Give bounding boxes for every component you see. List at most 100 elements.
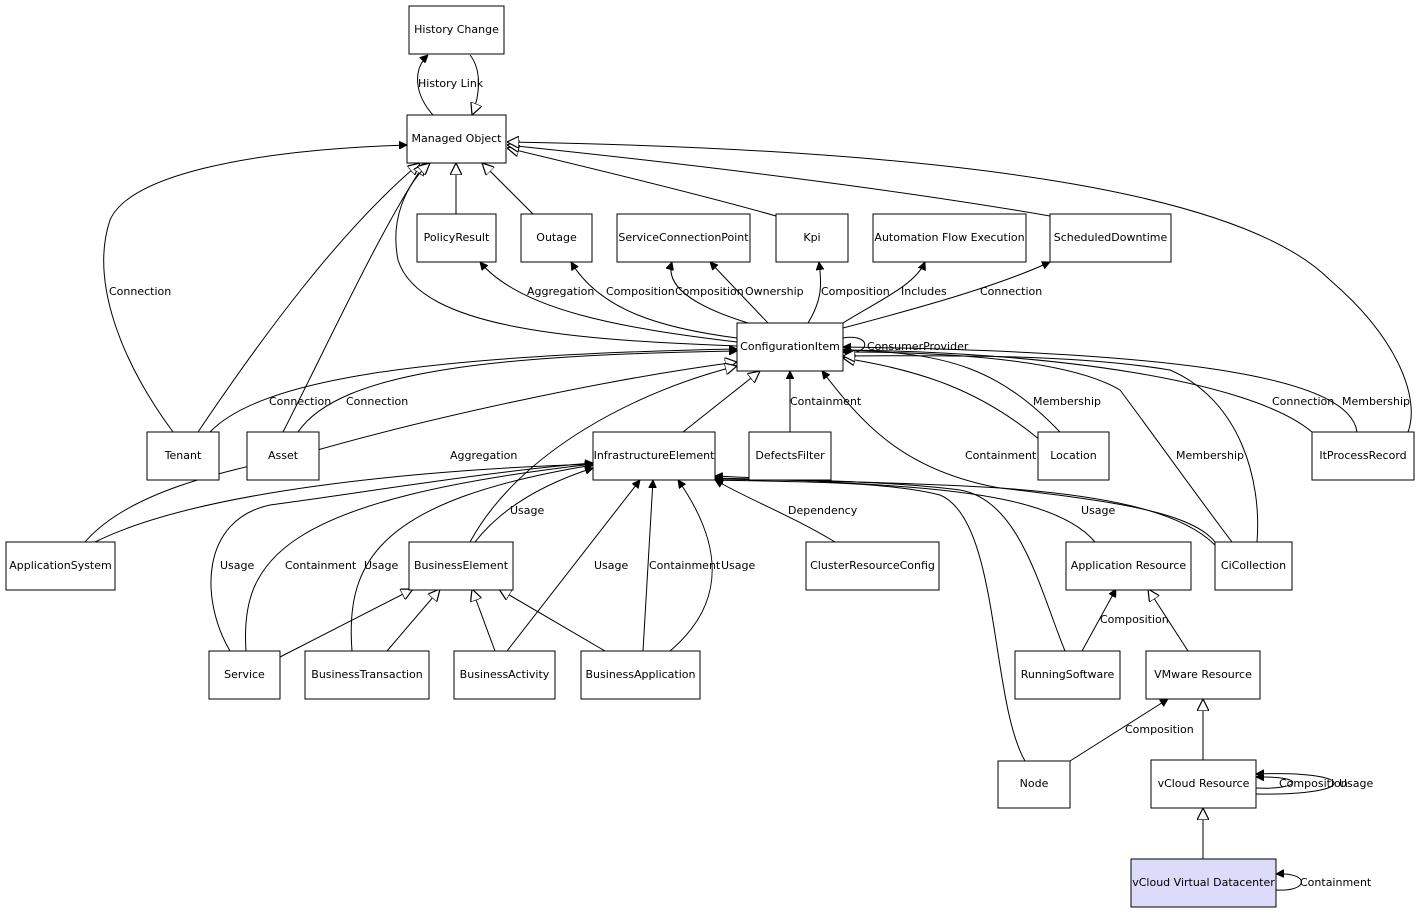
label-composition-runningsoftware: Composition (1100, 613, 1169, 626)
edge-ci-scp-ownership (710, 262, 769, 324)
node-it-process-record[interactable]: ItProcessRecord (1311, 431, 1415, 481)
node-managed-object[interactable]: Managed Object (406, 114, 507, 164)
node-label: ClusterResourceConfig (810, 559, 935, 572)
edge-businessapplication-ie-containment (642, 480, 653, 652)
node-policy-result[interactable]: PolicyResult (416, 213, 497, 263)
label-containment-defectsfilter: Containment (790, 395, 862, 408)
node-configuration-item[interactable]: ConfigurationItem (736, 322, 844, 372)
edge-location-ci (843, 358, 1041, 441)
label-containment-cicollection: Containment (965, 449, 1037, 462)
edge-runningsoftware-appresource-composition (1081, 589, 1117, 652)
edge-businesselement-ci (469, 366, 737, 543)
node-label: Asset (268, 449, 299, 462)
label-usage-businesselement: Usage (510, 504, 545, 517)
label-usage-vcloud: Usage (1339, 777, 1374, 790)
node-label: Service (224, 668, 265, 681)
edge-ci-outage-composition (571, 262, 738, 339)
node-vcloud-virtual-datacenter[interactable]: vCloud Virtual Datacenter (1130, 858, 1277, 908)
node-label: ConfigurationItem (740, 340, 840, 353)
node-label: vCloud Resource (1158, 777, 1250, 790)
label-history-link: History Link (418, 77, 484, 90)
node-business-element[interactable]: BusinessElement (408, 541, 514, 591)
edge-applicationsystem-ci (84, 362, 737, 543)
edge-ci-scp-composition (671, 262, 749, 324)
edge-vcloudresource-self-usage (1256, 774, 1335, 795)
edge-node-ie (715, 480, 1026, 762)
node-service-connection-point[interactable]: ServiceConnectionPoint (616, 213, 751, 263)
node-label: CiCollection (1221, 559, 1286, 572)
label-containment-businessapplication: Containment (649, 559, 721, 572)
node-label: Outage (536, 231, 577, 244)
label-containment-vcloudvdc: Containment (1300, 876, 1372, 889)
node-label: BusinessElement (414, 559, 509, 572)
edge-businesstransaction-ie-usage (350, 465, 593, 652)
edge-ie-ci (682, 371, 760, 433)
node-running-software[interactable]: RunningSoftware (1014, 650, 1121, 700)
edge-service-ie-containment (244, 464, 593, 652)
node-label: InfrastructureElement (594, 449, 715, 462)
label-usage-service: Usage (220, 559, 255, 572)
edge-businessapplication-businesselement (499, 589, 606, 652)
edge-history-link-down (469, 54, 479, 115)
label-connection-tenant-ci: Connection (269, 395, 331, 408)
edge-service-ie-usage (210, 463, 593, 652)
edge-asset-managedobject (282, 163, 425, 433)
edge-tenant-ci-connection (209, 349, 737, 433)
edge-itprocessrecord-ci-membership (843, 347, 1358, 433)
label-connection-tenant-mo: Connection (109, 285, 171, 298)
node-node[interactable]: Node (997, 760, 1071, 809)
node-application-resource[interactable]: Application Resource (1065, 541, 1192, 591)
node-business-transaction[interactable]: BusinessTransaction (304, 650, 430, 700)
edge-vmwareresource-appresource (1148, 589, 1189, 652)
node-label: Automation Flow Execution (874, 231, 1024, 244)
node-outage[interactable]: Outage (520, 213, 593, 263)
node-infrastructure-element[interactable]: InfrastructureElement (592, 431, 716, 481)
edge-itprocessrecord-managedobject (507, 142, 1412, 433)
label-aggregation-policyresult: Aggregation (527, 285, 594, 298)
label-usage-appresource: Usage (1081, 504, 1116, 517)
node-defects-filter[interactable]: DefectsFilter (748, 431, 832, 481)
node-label: RunningSoftware (1021, 668, 1115, 681)
node-kpi[interactable]: Kpi (775, 213, 849, 263)
edge-service-businesselement (279, 589, 413, 658)
node-service[interactable]: Service (208, 650, 281, 700)
node-label: Node (1020, 777, 1049, 790)
edge-configurationitem-managedobject (395, 163, 738, 347)
node-label: Managed Object (412, 132, 503, 145)
label-containment-service: Containment (285, 559, 357, 572)
edge-clusterresourceconfig-ie-dependency (715, 480, 836, 543)
label-consumer-provider: ConsumerProvider (867, 340, 969, 353)
edge-history-link-up (417, 55, 434, 116)
edge-vcloudvdc-self-containment (1276, 874, 1302, 891)
node-business-application[interactable]: BusinessApplication (580, 650, 701, 700)
label-composition-node: Composition (1125, 723, 1194, 736)
node-label: Kpi (803, 231, 820, 244)
node-scheduled-downtime[interactable]: ScheduledDowntime (1049, 213, 1172, 263)
node-automation-flow-execution[interactable]: Automation Flow Execution (872, 213, 1027, 263)
edge-kpi-managedobject (507, 148, 777, 217)
node-business-activity[interactable]: BusinessActivity (453, 650, 556, 700)
node-vmware-resource[interactable]: VMware Resource (1145, 650, 1261, 700)
node-location[interactable]: Location (1037, 431, 1110, 481)
node-application-system[interactable]: ApplicationSystem (5, 541, 116, 591)
node-label: ScheduledDowntime (1054, 231, 1168, 244)
label-membership-location: Membership (1033, 395, 1101, 408)
label-dependency: Dependency (788, 504, 858, 517)
node-vcloud-resource[interactable]: vCloud Resource (1150, 759, 1257, 809)
label-membership-itprocessrecord: Membership (1342, 395, 1410, 408)
edge-asset-ci-connection (297, 351, 737, 433)
edge-cicollection-ci (843, 356, 1259, 543)
node-label: BusinessTransaction (311, 668, 422, 681)
node-asset[interactable]: Asset (246, 431, 320, 481)
node-history-change[interactable]: History Change (408, 5, 505, 55)
edge-businessactivity-businesselement (472, 589, 496, 652)
edge-location-ci-membership (843, 350, 1061, 433)
label-aggregation-applicationsystem: Aggregation (450, 449, 517, 462)
node-cluster-resource-config[interactable]: ClusterResourceConfig (805, 541, 940, 591)
edge-businesstransaction-businesselement (386, 589, 440, 652)
node-ci-collection[interactable]: CiCollection (1214, 541, 1293, 591)
edge-applicationsystem-ie-aggregation (94, 464, 593, 543)
edge-cicollection-ci-membership (843, 352, 1233, 543)
label-connection-scheduleddowntime: Connection (980, 285, 1042, 298)
node-tenant[interactable]: Tenant (146, 431, 220, 481)
